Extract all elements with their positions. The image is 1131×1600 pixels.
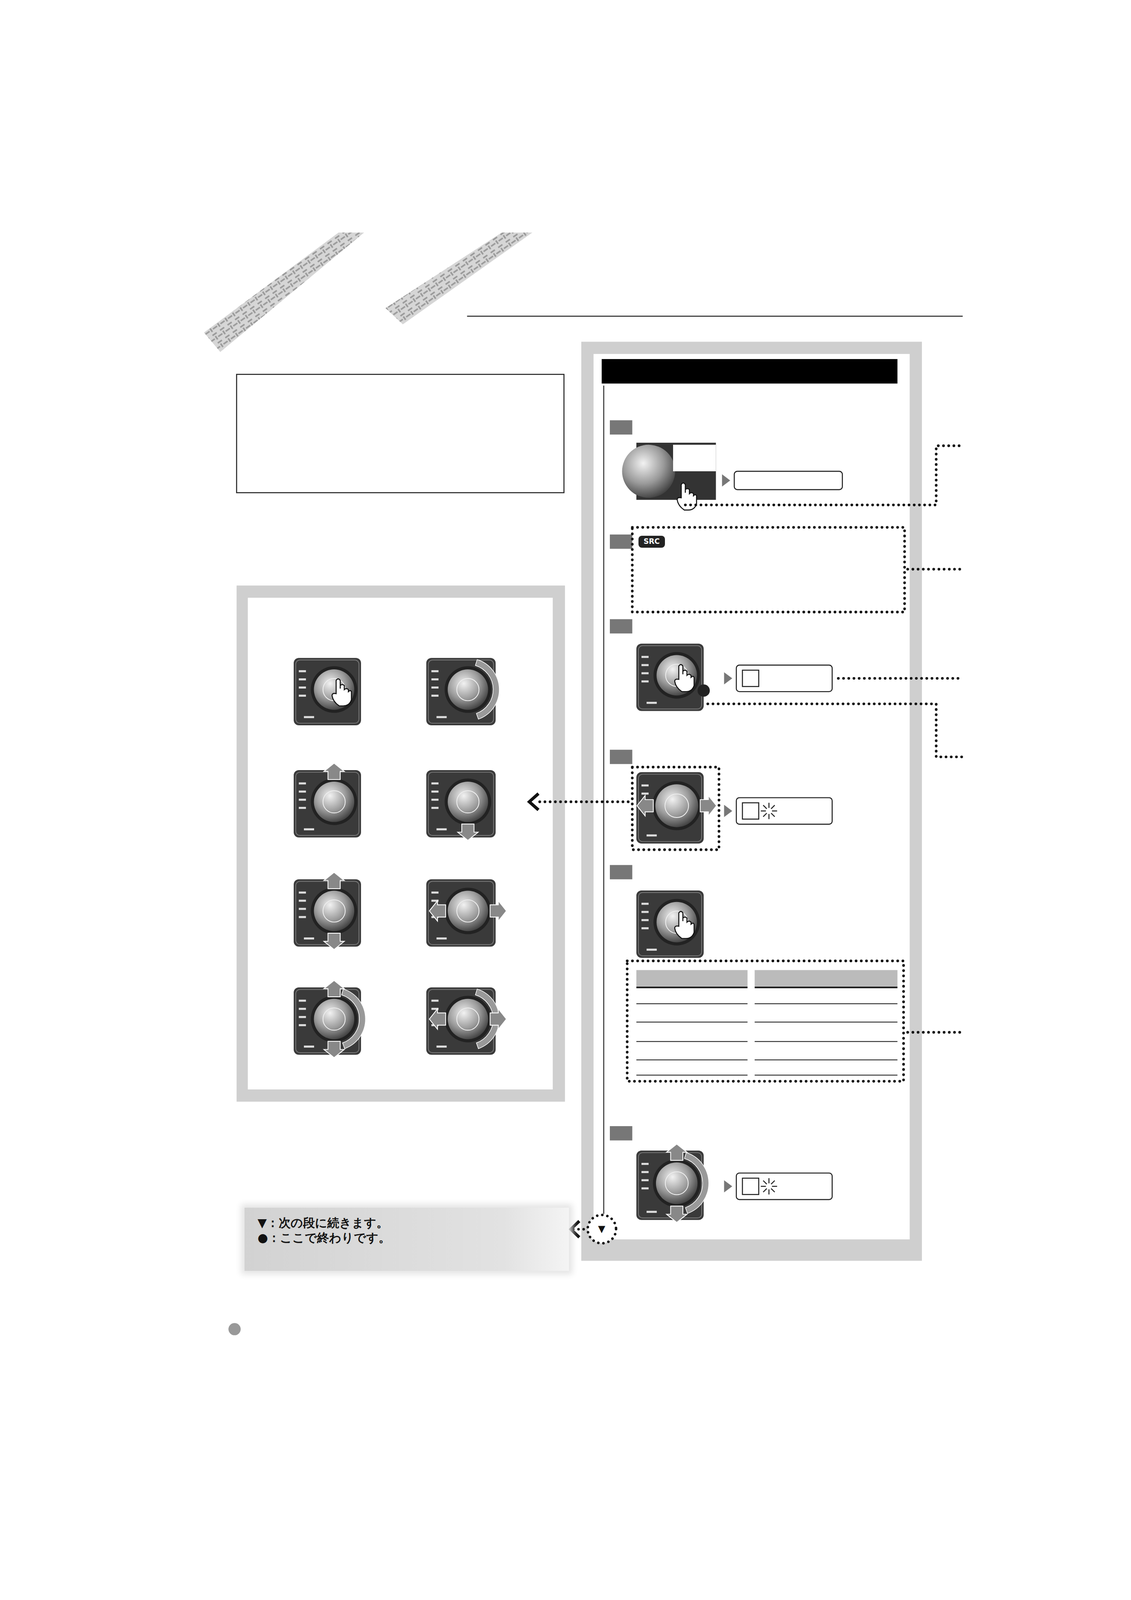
table-rule	[754, 1040, 898, 1042]
hand-icon	[674, 664, 694, 692]
step-marker	[609, 419, 633, 435]
control-knob	[426, 657, 500, 726]
leader-line	[707, 703, 963, 757]
table-head	[636, 969, 748, 986]
table-rule	[754, 1074, 898, 1076]
dotted-frame	[632, 766, 719, 850]
table-rule	[636, 1002, 748, 1004]
steps-panel-inner	[593, 353, 910, 1239]
control-knob	[636, 643, 704, 712]
hold-icon	[697, 684, 710, 697]
control-knob	[293, 980, 366, 1058]
display-window	[724, 1172, 833, 1200]
leader-line	[536, 800, 629, 803]
table-rule	[636, 1059, 748, 1061]
step-line	[603, 385, 604, 1214]
display-window	[722, 471, 843, 490]
table-rule	[636, 1040, 748, 1042]
table-rule	[636, 1074, 748, 1076]
leader-line	[685, 445, 963, 505]
knob-panel-inner	[247, 597, 553, 1090]
dotted-frame	[632, 527, 905, 612]
badge-label: SRC	[643, 537, 660, 546]
continue-marker: ▼	[585, 1212, 618, 1245]
control-knob	[426, 987, 507, 1055]
step-marker	[609, 864, 633, 879]
leader-line	[838, 676, 963, 680]
source-badge: SRC	[638, 535, 665, 549]
step-marker	[609, 618, 633, 633]
control-knob	[636, 772, 717, 844]
step-marker	[609, 749, 633, 764]
step-marker	[609, 1125, 633, 1140]
table-rule	[636, 1021, 748, 1023]
tread-band	[385, 232, 533, 325]
page-dot	[228, 1322, 241, 1336]
hand-icon	[674, 911, 694, 939]
steps-panel	[581, 341, 922, 1261]
knob-panel	[236, 585, 565, 1102]
control-knob	[293, 872, 362, 950]
table-rule	[754, 1021, 898, 1023]
heading-rule	[466, 315, 963, 317]
table-rule	[754, 986, 898, 989]
marker-symbol: ▼	[597, 1224, 606, 1234]
dotted-connector	[570, 1220, 584, 1237]
leader-arrowhead	[529, 793, 539, 810]
legend-text: ●：ここで終わりです。	[257, 1230, 557, 1245]
control-knob	[426, 769, 496, 840]
header-bar	[601, 358, 898, 384]
leader-line	[907, 1030, 963, 1034]
table-rule	[754, 1002, 898, 1004]
hand-icon	[677, 482, 697, 510]
legend-text: ▼：次の段に続きます。	[257, 1215, 557, 1231]
leader-line	[907, 567, 963, 571]
control-knob	[636, 890, 704, 958]
step-marker	[609, 534, 633, 549]
unit-front	[622, 442, 717, 500]
table-rule	[754, 1059, 898, 1061]
note-box	[236, 374, 564, 493]
control-knob	[426, 879, 507, 947]
table-head	[754, 969, 898, 986]
tread-band	[204, 232, 365, 353]
display-window	[724, 664, 833, 692]
legend-note: ▼：次の段に続きます。●：ここで終わりです。	[244, 1207, 569, 1271]
control-knob	[293, 763, 362, 838]
hand-icon	[332, 678, 352, 706]
table-rule	[636, 986, 748, 989]
control-knob	[636, 1143, 709, 1223]
control-knob	[293, 657, 362, 726]
dotted-frame	[627, 960, 904, 1082]
display-window	[724, 797, 833, 825]
